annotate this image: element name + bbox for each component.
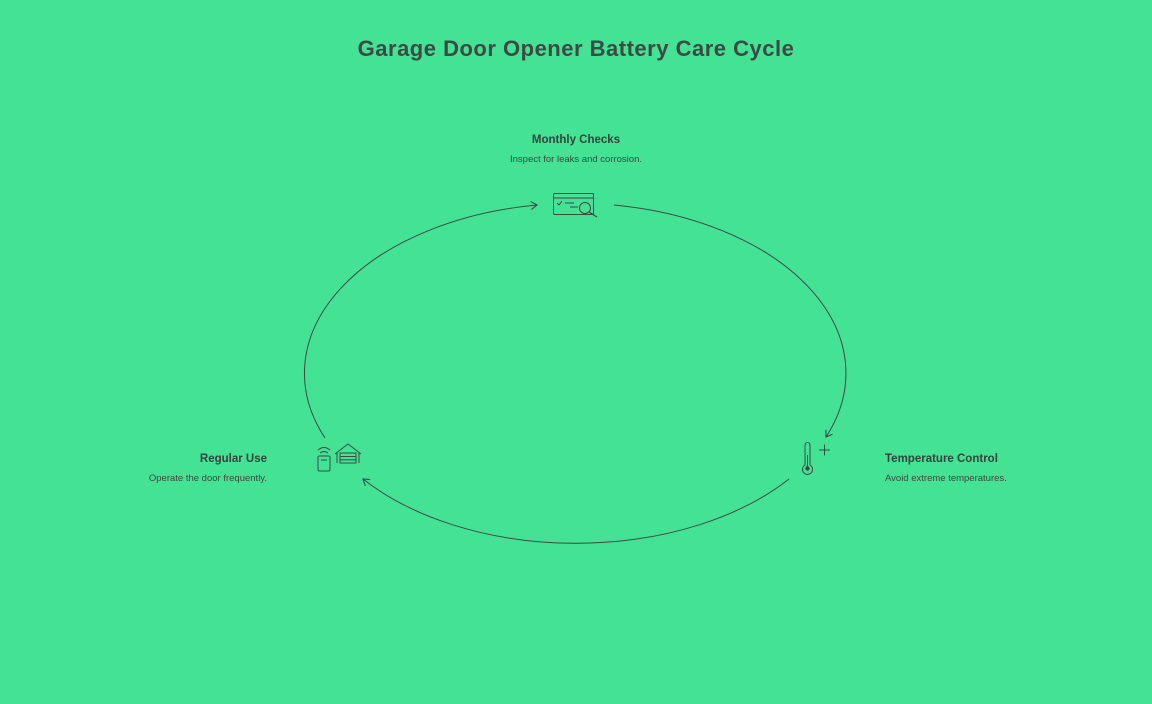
stage-regular-use-title: Regular Use [199,453,267,465]
thermometer-plus-icon [796,441,834,475]
stage-regular-use-description: Operate the door frequently. [148,473,267,484]
flow-arrow-regular-to-monthly [303,201,538,439]
stage-monthly-checks-description: Inspect for leaks and corrosion. [509,154,642,165]
flow-arrow-monthly-to-temperature [613,204,847,438]
remote-garage-icon [316,441,366,473]
flow-arrow-temperature-to-regular [362,478,790,544]
stage-temperature-control-description: Avoid extreme temperatures. [885,473,1007,484]
stage-temperature-control-title: Temperature Control [885,453,998,465]
diagram-title: Garage Door Opener Battery Care Cycle [357,36,795,61]
stage-monthly-checks-title: Monthly Checks [531,134,621,146]
calendar-inspect-icon [552,192,600,220]
